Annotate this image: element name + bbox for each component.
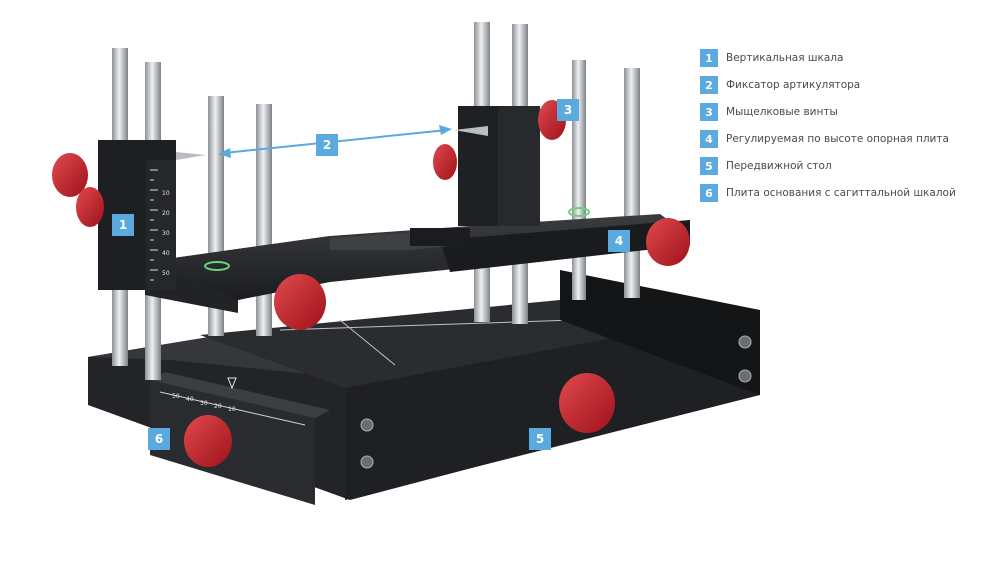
scale-mark: 30 <box>200 400 208 407</box>
legend-number: 4 <box>700 130 718 148</box>
legend-label: Плита основания с сагиттальной шкалой <box>726 187 956 199</box>
legend-number: 2 <box>700 76 718 94</box>
rod <box>624 68 640 298</box>
legend-label: Регулируемая по высоте опорная плита <box>726 133 949 145</box>
legend-number: 6 <box>700 184 718 202</box>
legend-number: 3 <box>700 103 718 121</box>
locking-pin-left <box>176 152 206 160</box>
callout-3: 3 <box>557 99 579 121</box>
scale-mark: 20 <box>162 210 170 217</box>
scale-mark: 20 <box>214 403 222 410</box>
scale-mark: 40 <box>186 396 194 403</box>
legend-number: 1 <box>700 49 718 67</box>
legend-item: 1 Вертикальная шкала <box>700 48 996 68</box>
rod <box>572 60 586 300</box>
legend-label: Вертикальная шкала <box>726 52 844 64</box>
locking-pin-right <box>454 126 488 136</box>
arrow-head-left <box>218 148 231 158</box>
scale-mark: 10 <box>228 406 236 413</box>
legend-item: 3 Мыщелковые винты <box>700 102 996 122</box>
callout-5: 5 <box>529 428 551 450</box>
callout-1: 1 <box>112 214 134 236</box>
knob-icon <box>52 100 690 467</box>
callout-6: 6 <box>148 428 170 450</box>
callout-2: 2 <box>316 134 338 156</box>
legend-label: Фиксатор артикулятора <box>726 79 861 91</box>
scale-mark: 30 <box>162 230 170 237</box>
legend: 1 Вертикальная шкала 2 Фиксатор артикуля… <box>700 48 996 210</box>
scale-mark: 50 <box>172 393 180 400</box>
scale-mark: 40 <box>162 250 170 257</box>
legend-item: 5 Передвижной стол <box>700 156 996 176</box>
scale-mark: 50 <box>162 270 170 277</box>
scale-mark: 10 <box>162 190 170 197</box>
legend-label: Передвижной стол <box>726 160 832 172</box>
vertical-scale-ticks <box>150 169 158 281</box>
rod <box>256 104 272 336</box>
sagittal-scale-bar <box>150 380 315 505</box>
legend-item: 6 Плита основания с сагиттальной шкалой <box>700 183 996 203</box>
legend-item: 2 Фиксатор артикулятора <box>700 75 996 95</box>
callout-4: 4 <box>608 230 630 252</box>
legend-item: 4 Регулируемая по высоте опорная плита <box>700 129 996 149</box>
sliding-table-front <box>345 310 760 500</box>
legend-number: 5 <box>700 157 718 175</box>
legend-label: Мыщелковые винты <box>726 106 838 118</box>
arrow-head-right <box>439 125 452 135</box>
